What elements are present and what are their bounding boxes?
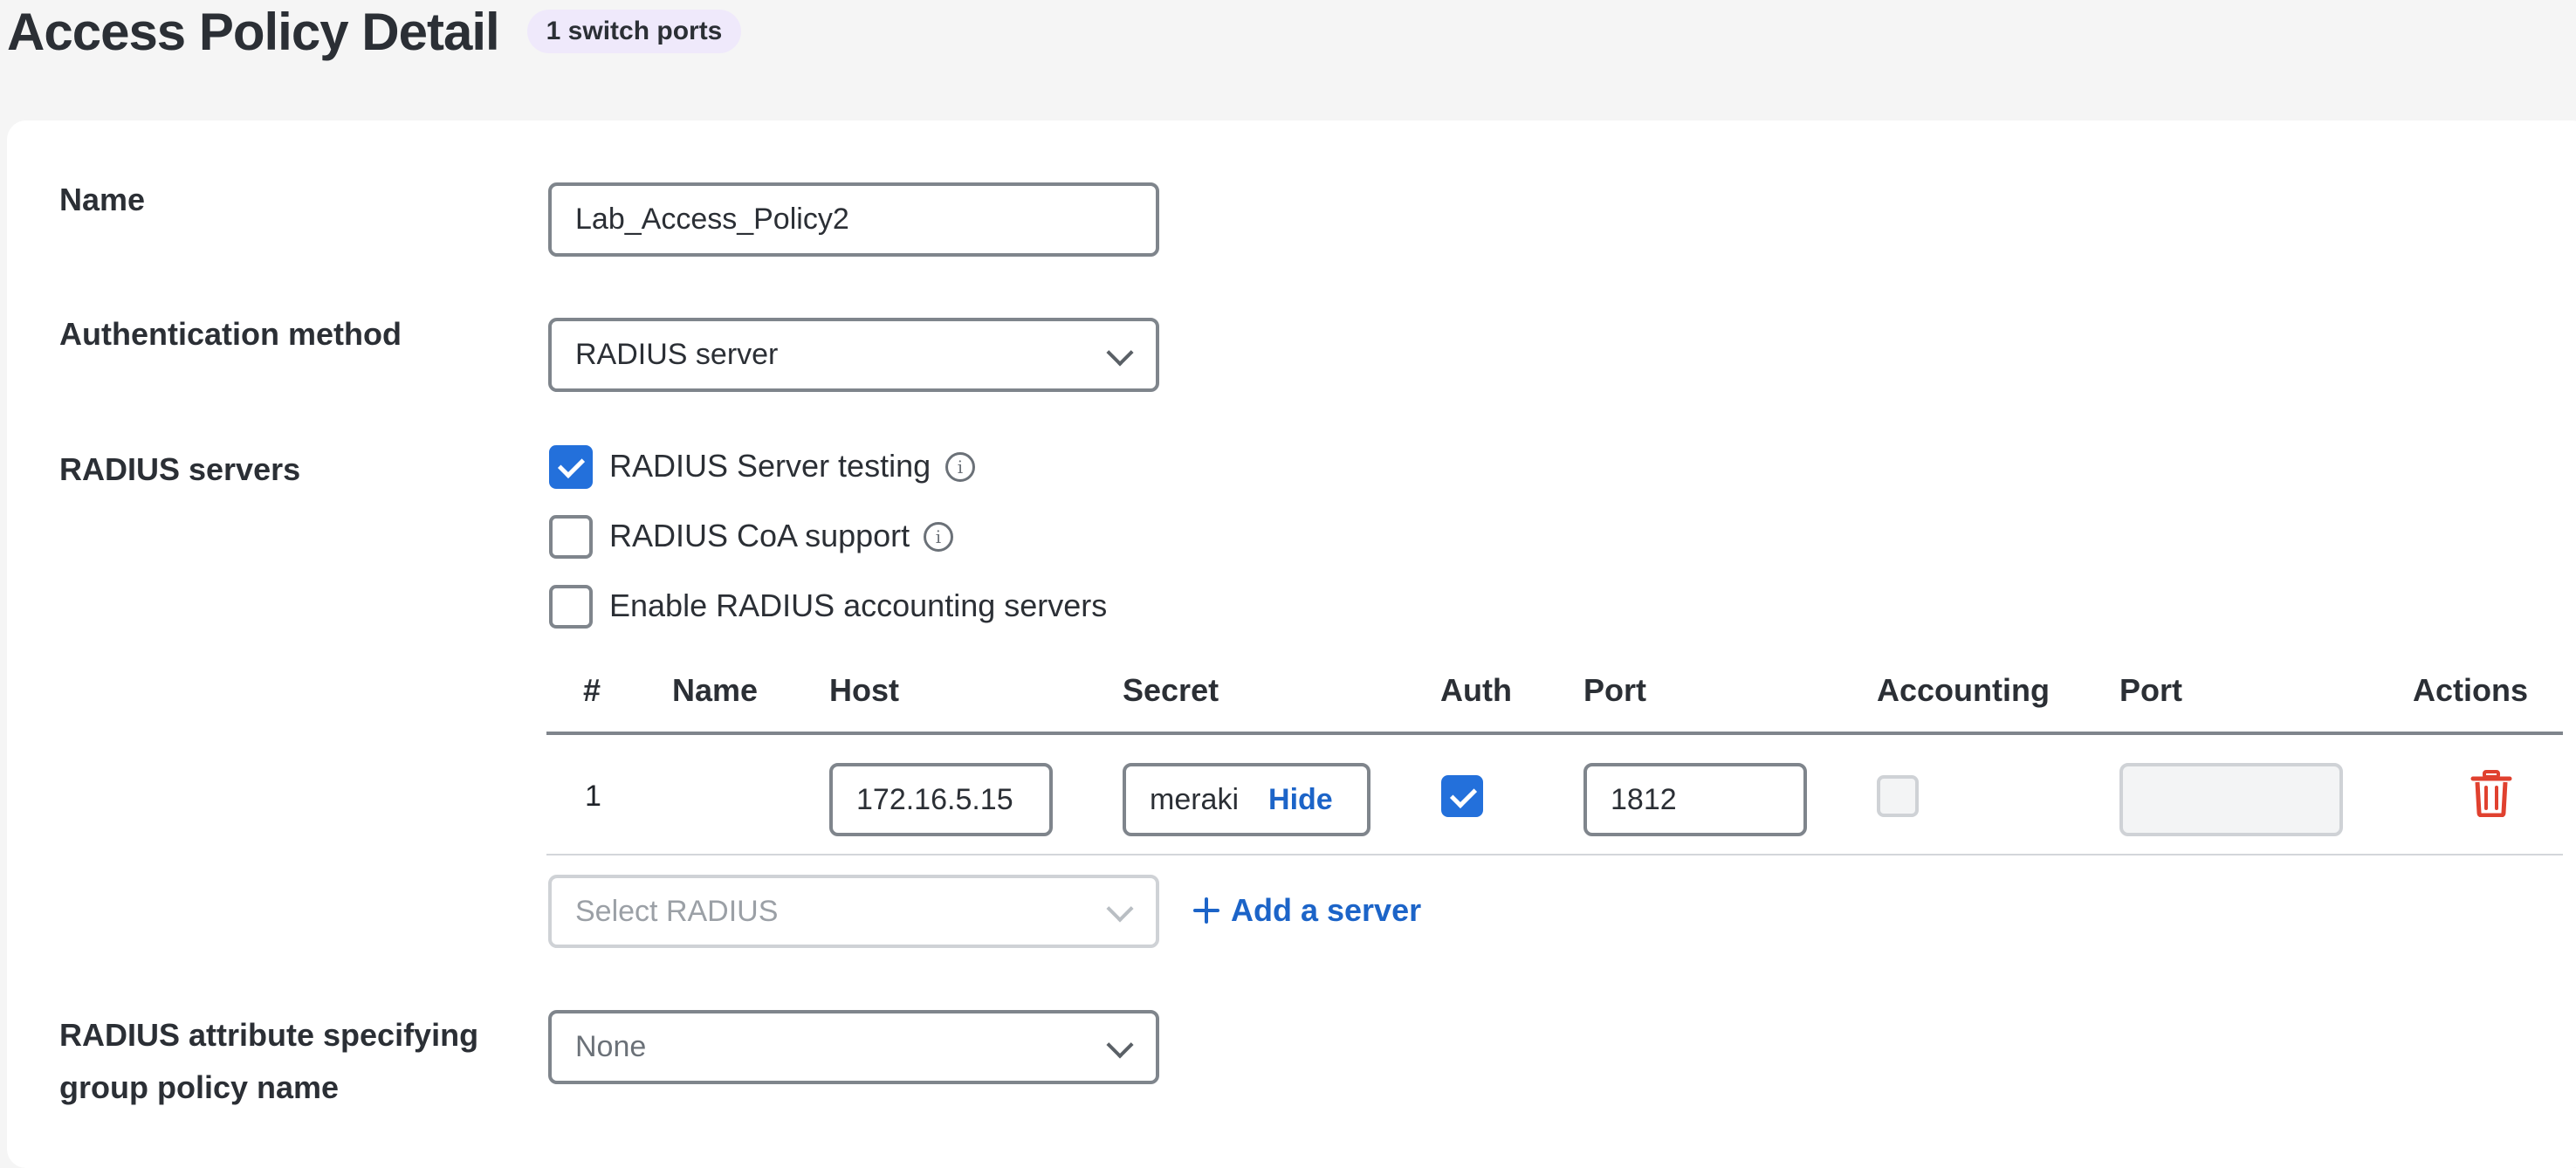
- auth-method-select[interactable]: RADIUS server: [548, 318, 1159, 392]
- table-header-divider: [546, 732, 2563, 735]
- row-index: 1: [585, 780, 601, 813]
- info-icon[interactable]: i: [945, 452, 975, 482]
- group-policy-attr-label-line1: RADIUS attribute specifying: [59, 1017, 479, 1053]
- info-icon[interactable]: i: [924, 522, 953, 552]
- col-header-port: Port: [1583, 672, 1646, 708]
- col-header-secret: Secret: [1123, 672, 1219, 708]
- name-input[interactable]: Lab_Access_Policy2: [548, 182, 1159, 257]
- trash-icon[interactable]: [2470, 770, 2512, 817]
- radius-servers-label: RADIUS servers: [59, 451, 301, 487]
- col-header-acct-port: Port: [2119, 672, 2182, 708]
- chevron-down-icon: [1106, 895, 1134, 923]
- radius-testing-label: RADIUS Server testing: [609, 448, 931, 484]
- page-title: Access Policy Detail: [7, 2, 500, 61]
- auth-method-value: RADIUS server: [575, 338, 779, 371]
- radius-coa-label: RADIUS CoA support: [609, 518, 910, 553]
- auth-checkbox[interactable]: [1441, 775, 1483, 817]
- name-input-value: Lab_Access_Policy2: [575, 203, 849, 236]
- secret-input-value: meraki: [1150, 782, 1240, 816]
- accounting-port-input[interactable]: [2119, 763, 2343, 836]
- chevron-down-icon: [1106, 1030, 1134, 1059]
- radius-accounting-label: Enable RADIUS accounting servers: [609, 587, 1108, 623]
- host-input[interactable]: 172.16.5.15: [829, 763, 1053, 836]
- chevron-down-icon: [1106, 338, 1134, 367]
- select-radius-placeholder: Select RADIUS: [575, 894, 779, 928]
- plus-icon: [1193, 897, 1219, 924]
- auth-method-label: Authentication method: [59, 316, 402, 352]
- policy-card: [7, 120, 2576, 1168]
- col-header-index: #: [583, 672, 601, 708]
- switch-ports-badge[interactable]: 1 switch ports: [526, 10, 742, 53]
- col-header-name: Name: [672, 672, 759, 708]
- col-header-auth: Auth: [1440, 672, 1512, 708]
- host-input-value: 172.16.5.15: [856, 782, 1013, 816]
- secret-hide-toggle[interactable]: Hide: [1268, 782, 1333, 816]
- select-radius-dropdown[interactable]: Select RADIUS: [548, 875, 1159, 948]
- radius-coa-checkbox[interactable]: [549, 515, 593, 559]
- auth-port-input[interactable]: 1812: [1583, 763, 1807, 836]
- radius-accounting-checkbox[interactable]: [549, 585, 593, 629]
- add-server-label: Add a server: [1231, 892, 1422, 928]
- col-header-accounting: Accounting: [1877, 672, 2050, 708]
- page-header: Access Policy Detail 1 switch ports: [7, 0, 742, 63]
- table-row-divider: [546, 854, 2563, 855]
- name-label: Name: [59, 182, 146, 217]
- add-server-button[interactable]: Add a server: [1192, 892, 1421, 929]
- group-policy-attr-value: None: [575, 1030, 647, 1063]
- secret-input[interactable]: meraki Hide: [1123, 763, 1370, 836]
- col-header-host: Host: [829, 672, 899, 708]
- radius-testing-checkbox[interactable]: [549, 445, 593, 489]
- group-policy-attr-label-line2: group policy name: [59, 1069, 340, 1105]
- group-policy-attr-label: RADIUS attribute specifying group policy…: [59, 1009, 478, 1114]
- group-policy-attr-select[interactable]: None: [548, 1010, 1159, 1084]
- auth-port-value: 1812: [1611, 782, 1677, 816]
- accounting-checkbox[interactable]: [1877, 775, 1919, 817]
- col-header-actions: Actions: [2413, 672, 2529, 708]
